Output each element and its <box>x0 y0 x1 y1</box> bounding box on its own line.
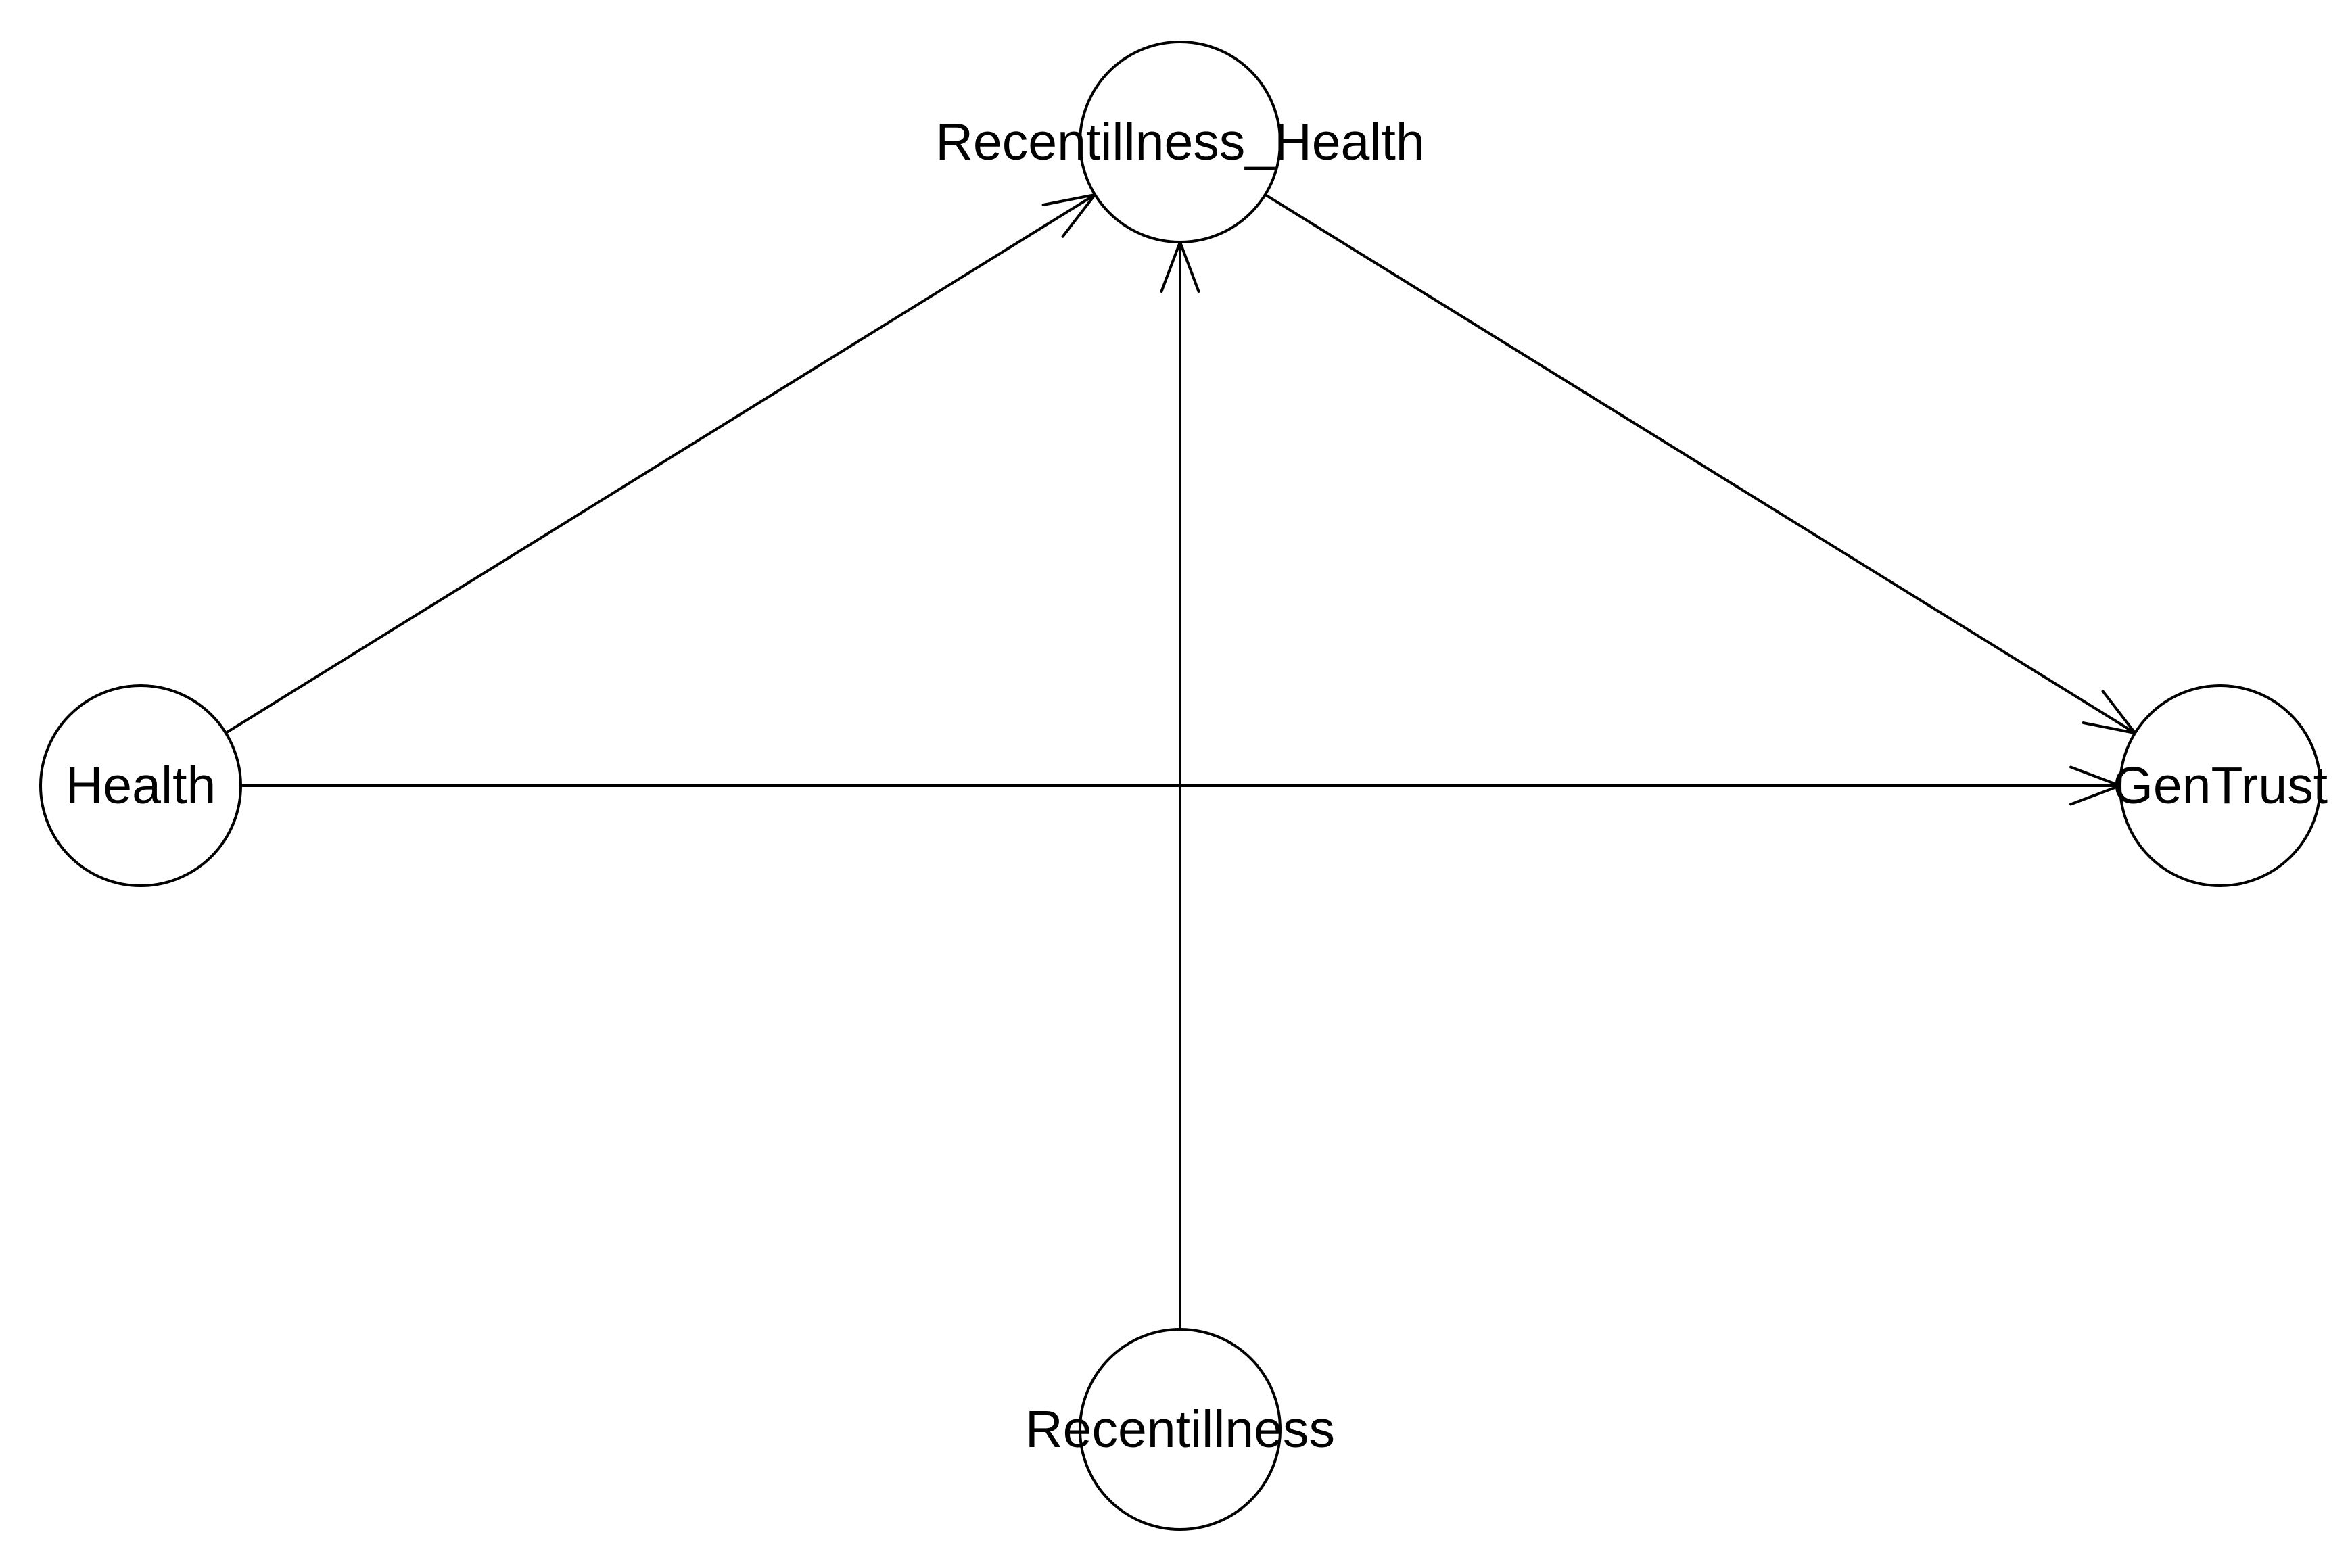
node-label: Health <box>66 757 216 815</box>
node-recentillness-health: Recentillness_Health <box>935 41 1425 243</box>
node-gentrust: GenTrust <box>2113 684 2328 887</box>
node-circle <box>1079 41 1282 243</box>
edge-recentillness-health-to-gentrust <box>1264 193 2137 735</box>
edges-layer <box>225 193 2137 1329</box>
node-circle <box>1079 1328 1282 1531</box>
node-label: GenTrust <box>2113 757 2328 815</box>
node-label: Recentillness_Health <box>935 113 1424 171</box>
node-recentillness: Recentillness <box>1025 1328 1335 1531</box>
node-circle <box>2119 684 2322 887</box>
edge-health-to-recentillness-health <box>225 193 1097 734</box>
edge-line <box>1264 193 2136 734</box>
node-circle <box>39 684 242 887</box>
edge-line <box>225 193 1096 734</box>
node-label: Recentillness <box>1025 1400 1335 1458</box>
node-health: Health <box>39 684 242 887</box>
